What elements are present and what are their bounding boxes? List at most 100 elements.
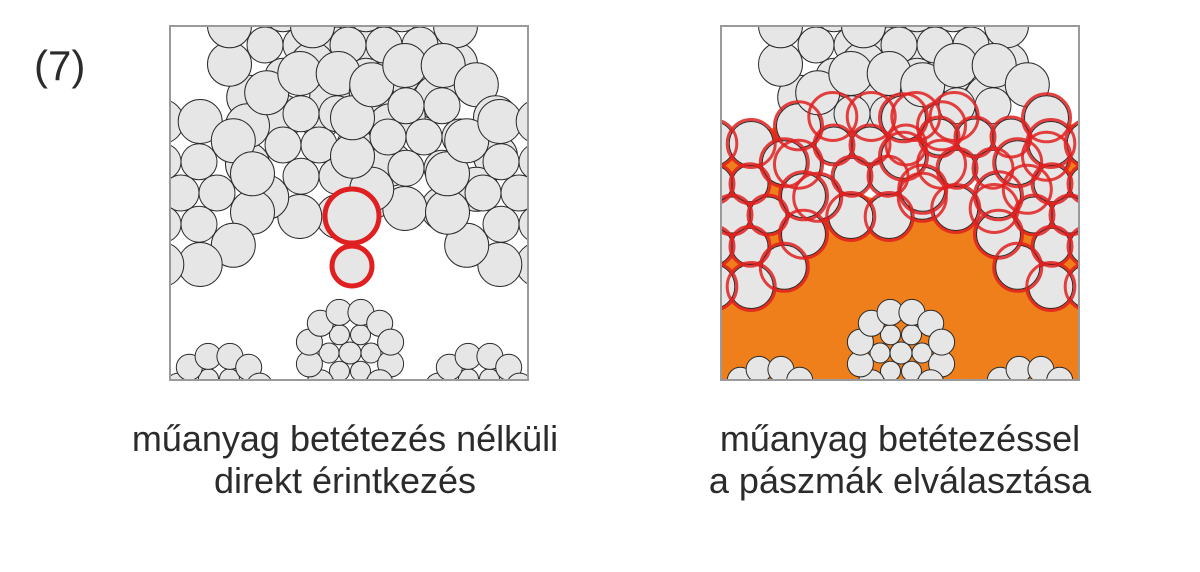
right-caption-line2: a pászmák elválasztása bbox=[708, 460, 1092, 501]
insert-separation-diagram bbox=[720, 25, 1080, 381]
wire-circle bbox=[246, 26, 284, 64]
insert-boundary-arc bbox=[1063, 262, 1080, 311]
diagram-frame bbox=[720, 25, 1080, 381]
wire-circle bbox=[901, 360, 922, 381]
wire-circle bbox=[180, 205, 218, 243]
insert-boundary-arc bbox=[992, 241, 1044, 293]
insert-boundary-arc bbox=[725, 118, 777, 169]
insert-boundary-arc bbox=[1063, 119, 1080, 168]
wire-circle bbox=[377, 328, 405, 356]
wire-circle bbox=[869, 342, 891, 364]
wire-circle bbox=[933, 43, 979, 88]
strand-cross-section-with-insert bbox=[720, 25, 1080, 381]
insert-boundary-arc bbox=[916, 100, 967, 152]
insert-boundary-arc bbox=[973, 170, 1024, 222]
wire-circle bbox=[382, 43, 428, 88]
right-caption-line1: műanyag betétezéssel bbox=[719, 418, 1081, 459]
wire-circle bbox=[1069, 167, 1080, 201]
wire-circle bbox=[282, 95, 320, 133]
wire-circle bbox=[828, 51, 874, 96]
insert-boundary-arc bbox=[1025, 261, 1077, 312]
insert-boundary-arc bbox=[720, 225, 736, 267]
insert-boundary-arc bbox=[992, 137, 1044, 189]
wire-circle bbox=[518, 145, 529, 179]
wire-circle bbox=[815, 126, 853, 164]
wire-circle bbox=[177, 242, 223, 287]
wire-circle bbox=[515, 100, 529, 143]
insert-boundary-arc bbox=[720, 163, 736, 205]
wire-circle bbox=[366, 369, 394, 381]
direct-contact-diagram bbox=[169, 25, 529, 381]
insert-boundary-arc bbox=[878, 130, 929, 182]
wire-circle bbox=[360, 342, 382, 364]
wire-circle bbox=[329, 360, 350, 381]
wire-circle bbox=[180, 143, 218, 181]
wire-circle bbox=[464, 174, 502, 212]
insert-boundary-arc bbox=[1021, 92, 1072, 144]
left-caption-line1: műanyag betétezés nélküli bbox=[131, 418, 559, 459]
insert-boundary-arc bbox=[720, 119, 739, 168]
wire-circle bbox=[277, 51, 323, 96]
wire-circle bbox=[482, 205, 520, 243]
diagram-frame bbox=[169, 25, 529, 381]
wire-circle bbox=[350, 360, 371, 381]
wire-circle bbox=[264, 126, 302, 164]
insert-boundary-arc bbox=[773, 138, 824, 190]
wire-circle bbox=[198, 174, 236, 212]
wire-circle bbox=[880, 360, 901, 381]
wire-circle bbox=[207, 41, 252, 87]
clipped-content bbox=[720, 25, 1080, 381]
insert-boundary-arc bbox=[825, 191, 877, 242]
insert-boundary-arc bbox=[845, 91, 897, 142]
insert-boundary-arc bbox=[773, 100, 824, 152]
wire-circle bbox=[230, 151, 275, 197]
wire-circle bbox=[169, 243, 185, 286]
insert-boundary-arc bbox=[720, 262, 739, 311]
insert-boundary-arc bbox=[878, 92, 929, 144]
insert-boundary-arc bbox=[1001, 163, 1053, 215]
wire-circle bbox=[423, 87, 461, 125]
wire-circle bbox=[338, 341, 362, 365]
insert-boundary-arc bbox=[897, 163, 949, 215]
contact-wire-lower bbox=[329, 243, 375, 289]
wire-circle bbox=[749, 196, 787, 234]
wire-circle bbox=[169, 206, 182, 242]
wire-circle bbox=[169, 174, 200, 212]
wire-circle bbox=[720, 228, 733, 264]
wire-circle bbox=[405, 118, 443, 156]
insert-boundary-arc bbox=[758, 241, 810, 293]
wire-circle bbox=[889, 341, 913, 365]
left-caption-line2: direkt érintkezés bbox=[213, 460, 477, 501]
wire-circle bbox=[330, 133, 375, 179]
insert-boundary-arc bbox=[758, 137, 810, 189]
wire-circle bbox=[282, 157, 320, 195]
wire-group bbox=[169, 25, 529, 381]
left-caption: műanyag betétezés nélküli direkt érintke… bbox=[65, 418, 625, 502]
wire-circle bbox=[318, 342, 340, 364]
insert-boundary-arc bbox=[1025, 118, 1077, 169]
wire-circle bbox=[387, 149, 425, 187]
figure-number: (7) bbox=[34, 42, 86, 89]
wire-circle bbox=[928, 328, 956, 356]
wire-circle bbox=[482, 143, 520, 181]
wire-circle bbox=[369, 118, 407, 156]
wire-circle bbox=[911, 342, 933, 364]
wire-circle bbox=[425, 189, 470, 235]
insert-boundary-arc bbox=[778, 170, 829, 222]
insert-boundary-arc bbox=[792, 171, 844, 223]
insert-boundary-arc bbox=[807, 91, 859, 142]
contact-wire-upper bbox=[322, 186, 382, 246]
wire-circle bbox=[387, 87, 425, 125]
wire-circle bbox=[758, 41, 803, 87]
wire-circle bbox=[917, 369, 945, 381]
insert-boundary-arc bbox=[863, 191, 915, 242]
insert-boundary-arc bbox=[1066, 226, 1080, 267]
insert-boundary-arc bbox=[1066, 163, 1080, 204]
insert-boundary-arc bbox=[725, 261, 777, 312]
insert-boundary-arc bbox=[778, 208, 829, 260]
strand-cross-section-no-insert bbox=[169, 25, 529, 381]
wire-circle bbox=[477, 99, 523, 144]
clipped-content bbox=[169, 25, 529, 381]
wire-circle bbox=[797, 26, 835, 64]
right-caption: műanyag betétezéssel a pászmák elválaszt… bbox=[620, 418, 1180, 502]
